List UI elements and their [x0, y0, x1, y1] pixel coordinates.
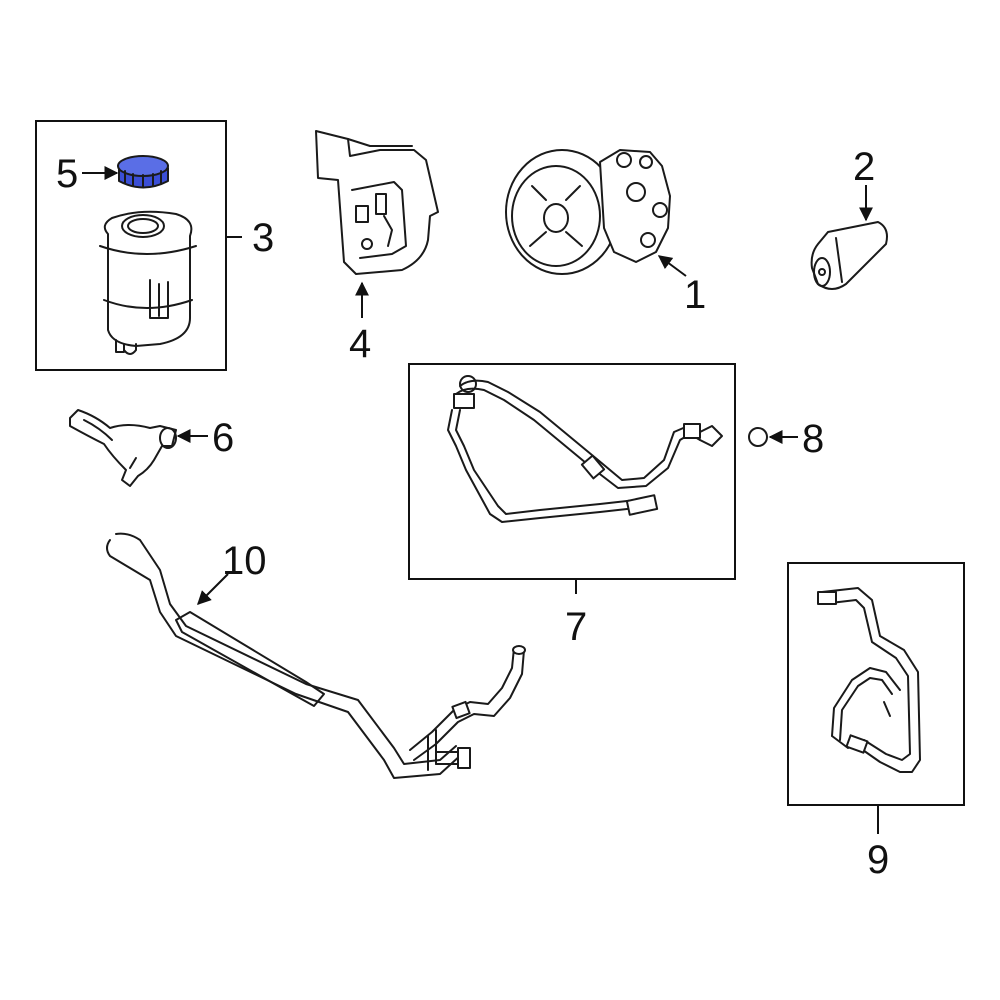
- return-hose-part[interactable]: [817, 587, 921, 773]
- reservoir-part[interactable]: [99, 210, 197, 355]
- reservoir-group-box: [35, 120, 227, 371]
- callout-10: 10: [222, 539, 267, 583]
- callout-2: 2: [853, 145, 875, 189]
- connector-part[interactable]: [810, 221, 888, 290]
- callout-3: 3: [252, 216, 274, 260]
- reservoir-cap-part[interactable]: [117, 155, 169, 189]
- pressure-hose-part[interactable]: [447, 375, 723, 523]
- callout-9: 9: [867, 838, 889, 882]
- o-ring-part[interactable]: [748, 427, 768, 447]
- callout-6: 6: [212, 416, 234, 460]
- suction-hose-part[interactable]: [69, 409, 177, 487]
- cooler-line-part[interactable]: [106, 532, 526, 779]
- callout-4: 4: [349, 322, 371, 366]
- callout-8: 8: [802, 417, 824, 461]
- cooler-line-leader-arrow: [197, 573, 229, 605]
- callout-1: 1: [684, 273, 706, 317]
- return-hose-group-box: [787, 562, 965, 806]
- callout-5: 5: [56, 152, 78, 196]
- pressure-hose-group-box: [408, 363, 736, 580]
- callout-7: 7: [565, 605, 587, 649]
- pump-leader-arrow: [657, 255, 687, 277]
- bracket-part[interactable]: [315, 130, 439, 275]
- power-steering-pump-part[interactable]: [505, 149, 671, 275]
